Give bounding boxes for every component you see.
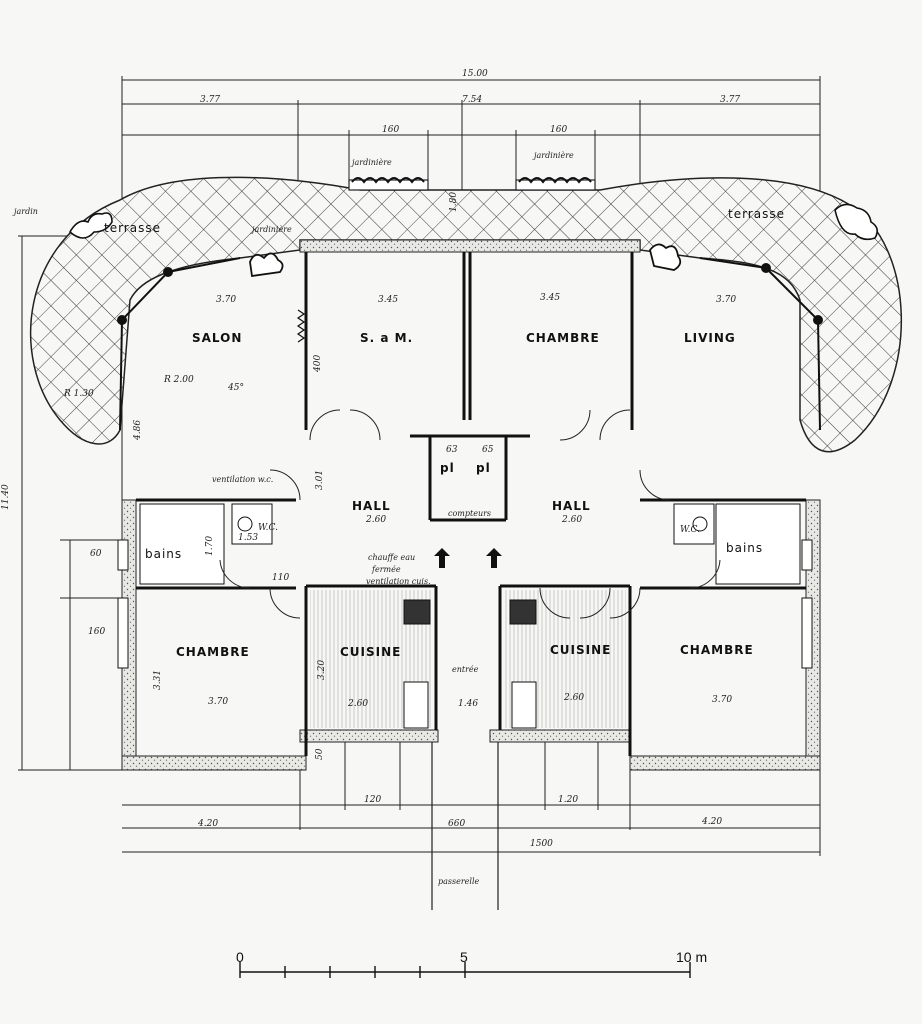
door-swings [219, 409, 721, 619]
dim-hall-h: 3.01 [315, 470, 325, 490]
dim-side-60: 60 [90, 549, 102, 559]
dim-153: 1.53 [238, 533, 258, 543]
scale-label-10: 10 m [676, 949, 707, 965]
dim-chambre-top-w: 3.45 [540, 293, 560, 303]
dim-jardiniere-left: 160 [382, 125, 399, 135]
dim-bottom-420-right: 4.20 [701, 817, 722, 827]
dim-chambre-bl-w: 3.70 [208, 697, 228, 707]
dim-jardiniere-right: 160 [550, 125, 567, 135]
dim-living-w: 3.70 [716, 295, 736, 305]
bay-walls [117, 257, 823, 431]
room-bains-left: bains [145, 547, 182, 561]
room-pl-right: pl [476, 461, 491, 475]
planter-left-foliage [351, 177, 425, 184]
dim-angle-45: 45° [227, 383, 244, 393]
dim-chambre-br-w: 3.70 [712, 695, 732, 705]
dim-170: 1.70 [205, 536, 215, 556]
entry-walkway [431, 742, 499, 910]
label-jardiniere-left: jardinière [350, 158, 392, 167]
dim-hall-right-w: 2.60 [561, 515, 582, 525]
planter-edge-left [68, 212, 113, 239]
room-pl-left: pl [440, 461, 455, 475]
bathroom-fixtures [139, 503, 801, 729]
label-jardiniere-right: jardinière [532, 151, 574, 160]
radiator-zigzag [296, 309, 306, 343]
label-passerelle: passerelle [438, 877, 480, 886]
dim-side-160: 160 [88, 627, 105, 637]
room-sam: S. a M. [360, 331, 413, 345]
dim-180: 1.80 [449, 192, 459, 212]
scale-label-0: 0 [236, 949, 244, 965]
dim-salon-h: 4.86 [133, 420, 143, 441]
dim-salon-w: 3.70 [216, 295, 236, 305]
dim-mid-top: 7.54 [462, 95, 482, 105]
terrace [29, 176, 902, 453]
planter-corner-right [649, 243, 682, 271]
label-ventilation-cuis: ventilation cuis. [366, 577, 431, 586]
label-entree: entrée [452, 665, 479, 674]
planter-edge-right [834, 203, 879, 241]
planters [68, 177, 879, 278]
planter-corner-left [249, 252, 284, 278]
dim-bottom-1500: 1500 [530, 839, 553, 849]
room-chambre-bottom-right: CHAMBRE [680, 643, 754, 657]
dim-bottom-120-left: 120 [364, 795, 381, 805]
room-cuisine-left: CUISINE [340, 645, 401, 659]
dim-bottom-420-left: 4.20 [197, 819, 218, 829]
dim-50: 50 [315, 748, 325, 760]
dim-bottom-120-right: 1.20 [558, 795, 578, 805]
dim-cuisine-left-w: 2.60 [347, 699, 368, 709]
bottom-dimension-lines [122, 740, 821, 856]
planter-right-foliage [518, 177, 592, 184]
room-chambre-bottom-left: CHAMBRE [176, 645, 250, 659]
label-ventilation-wc: ventilation w.c. [212, 475, 273, 484]
room-salon: SALON [192, 331, 242, 345]
room-hall-left: HALL [352, 499, 391, 513]
dim-side-height: 11.40 [1, 484, 11, 510]
label-jardin: jardin [12, 207, 38, 216]
dim-63: 63 [446, 445, 458, 455]
dim-cuisine-right-w: 2.60 [563, 693, 584, 703]
dim-total-top: 15.00 [462, 69, 488, 79]
dim-cuisine-h: 3.20 [317, 660, 327, 680]
room-chambre-top: CHAMBRE [526, 331, 600, 345]
entry-arrows [434, 548, 502, 568]
label-chauffe-eau: chauffe eau [368, 553, 415, 562]
room-cuisine-right: CUISINE [550, 643, 611, 657]
dim-110: 110 [272, 573, 289, 583]
dim-chambre-bl-h: 3.31 [153, 670, 163, 690]
scale-label-5: 5 [460, 949, 468, 965]
room-hall-right: HALL [552, 499, 591, 513]
label-fermee: fermée [371, 565, 401, 574]
dim-sam-w: 3.45 [378, 295, 398, 305]
dim-entree-w: 1.46 [458, 699, 478, 709]
dim-sam-h: 400 [313, 355, 323, 373]
room-living: LIVING [684, 331, 736, 345]
label-terrasse-left: terrasse [104, 221, 161, 235]
dim-65: 65 [482, 445, 494, 455]
windows [117, 539, 813, 669]
dim-r-200: R 2.00 [163, 375, 194, 385]
dim-right-top: 3.77 [720, 95, 740, 105]
dim-r-130: R 1.30 [63, 389, 94, 399]
label-terrasse-right: terrasse [728, 207, 785, 221]
room-bains-right: bains [726, 541, 763, 555]
label-jardiniere-corner: jardinière [250, 225, 292, 234]
room-wc-right: W.C. [680, 525, 700, 535]
label-compteurs: compteurs [448, 509, 491, 518]
dim-left-top: 3.77 [200, 95, 220, 105]
dim-hall-left-w: 2.60 [365, 515, 386, 525]
room-wc-left: W.C. [258, 523, 278, 533]
building-walls [121, 239, 821, 771]
scale-bar [239, 962, 691, 978]
dim-bottom-660: 660 [448, 819, 465, 829]
interior-walls [136, 252, 806, 756]
